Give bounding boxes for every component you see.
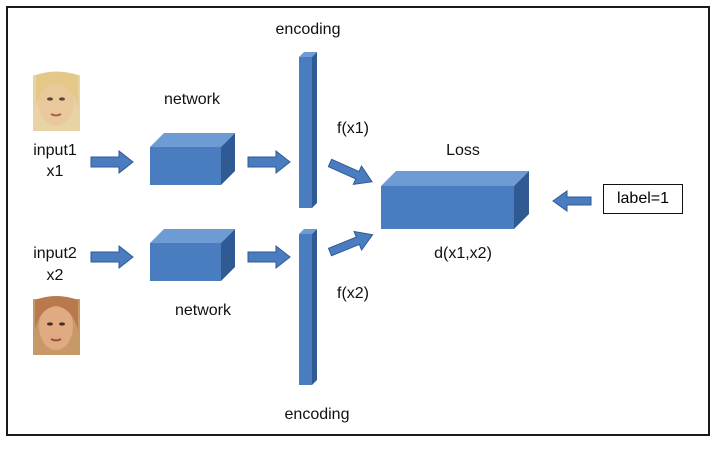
encoding-label-top: encoding [275, 21, 341, 38]
label-box: label=1 [603, 184, 683, 214]
encoding-bar-2 [299, 229, 317, 385]
arrow-label-to-loss [552, 190, 592, 212]
encoding-bar-1 [299, 52, 317, 208]
loss-label: Loss [446, 142, 480, 159]
x1-label: x1 [46, 163, 64, 180]
diagram-frame [6, 6, 710, 436]
input2-label: input2 [33, 245, 77, 262]
input1-label: input1 [33, 142, 77, 159]
arrow-encoding2-to-loss [327, 230, 374, 257]
network-block-1 [150, 133, 235, 185]
arrow-input2-to-network [90, 244, 134, 270]
arrow-network2-to-encoding [247, 244, 291, 270]
network-label-bottom: network [174, 302, 232, 319]
encoding-label-bottom: encoding [284, 406, 350, 423]
distance-label: d(x1,x2) [434, 245, 492, 262]
network-block-2 [150, 229, 235, 281]
face-photo-2 [33, 296, 80, 355]
x2-label: x2 [46, 267, 64, 284]
face-photo-1 [33, 71, 80, 131]
network-label-top: network [163, 91, 221, 108]
f-x1-label: f(x1) [337, 120, 369, 137]
arrow-input1-to-network [90, 149, 134, 175]
arrow-network1-to-encoding [247, 149, 291, 175]
loss-block [381, 171, 529, 229]
arrow-encoding1-to-loss [327, 158, 373, 185]
f-x2-label: f(x2) [337, 285, 369, 302]
